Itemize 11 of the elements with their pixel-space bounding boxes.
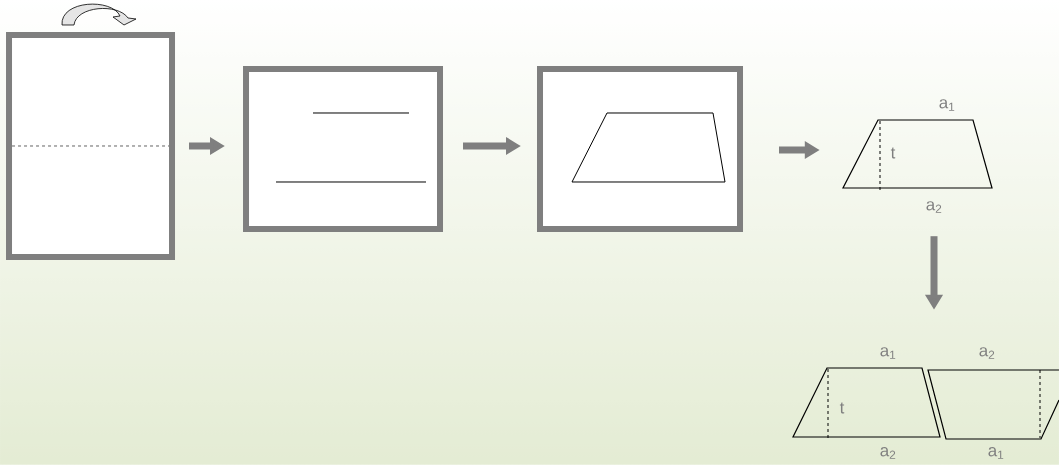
side-label: a$_{2}$ — [880, 447, 896, 459]
side-label: a$_{2}$ — [926, 201, 942, 213]
paper-sheet-drawing — [6, 3, 175, 260]
side-label: a$_{1}$ — [939, 99, 955, 111]
side-label: t — [890, 147, 896, 159]
paper-sheet-drawing — [537, 66, 743, 232]
side-label: a$_{1}$ — [880, 347, 896, 359]
side-label: a$_{1}$ — [988, 447, 1004, 459]
paper-sheet-drawing — [243, 66, 443, 232]
side-label: t — [839, 402, 845, 414]
side-label: a$_{2}$ — [979, 347, 995, 359]
